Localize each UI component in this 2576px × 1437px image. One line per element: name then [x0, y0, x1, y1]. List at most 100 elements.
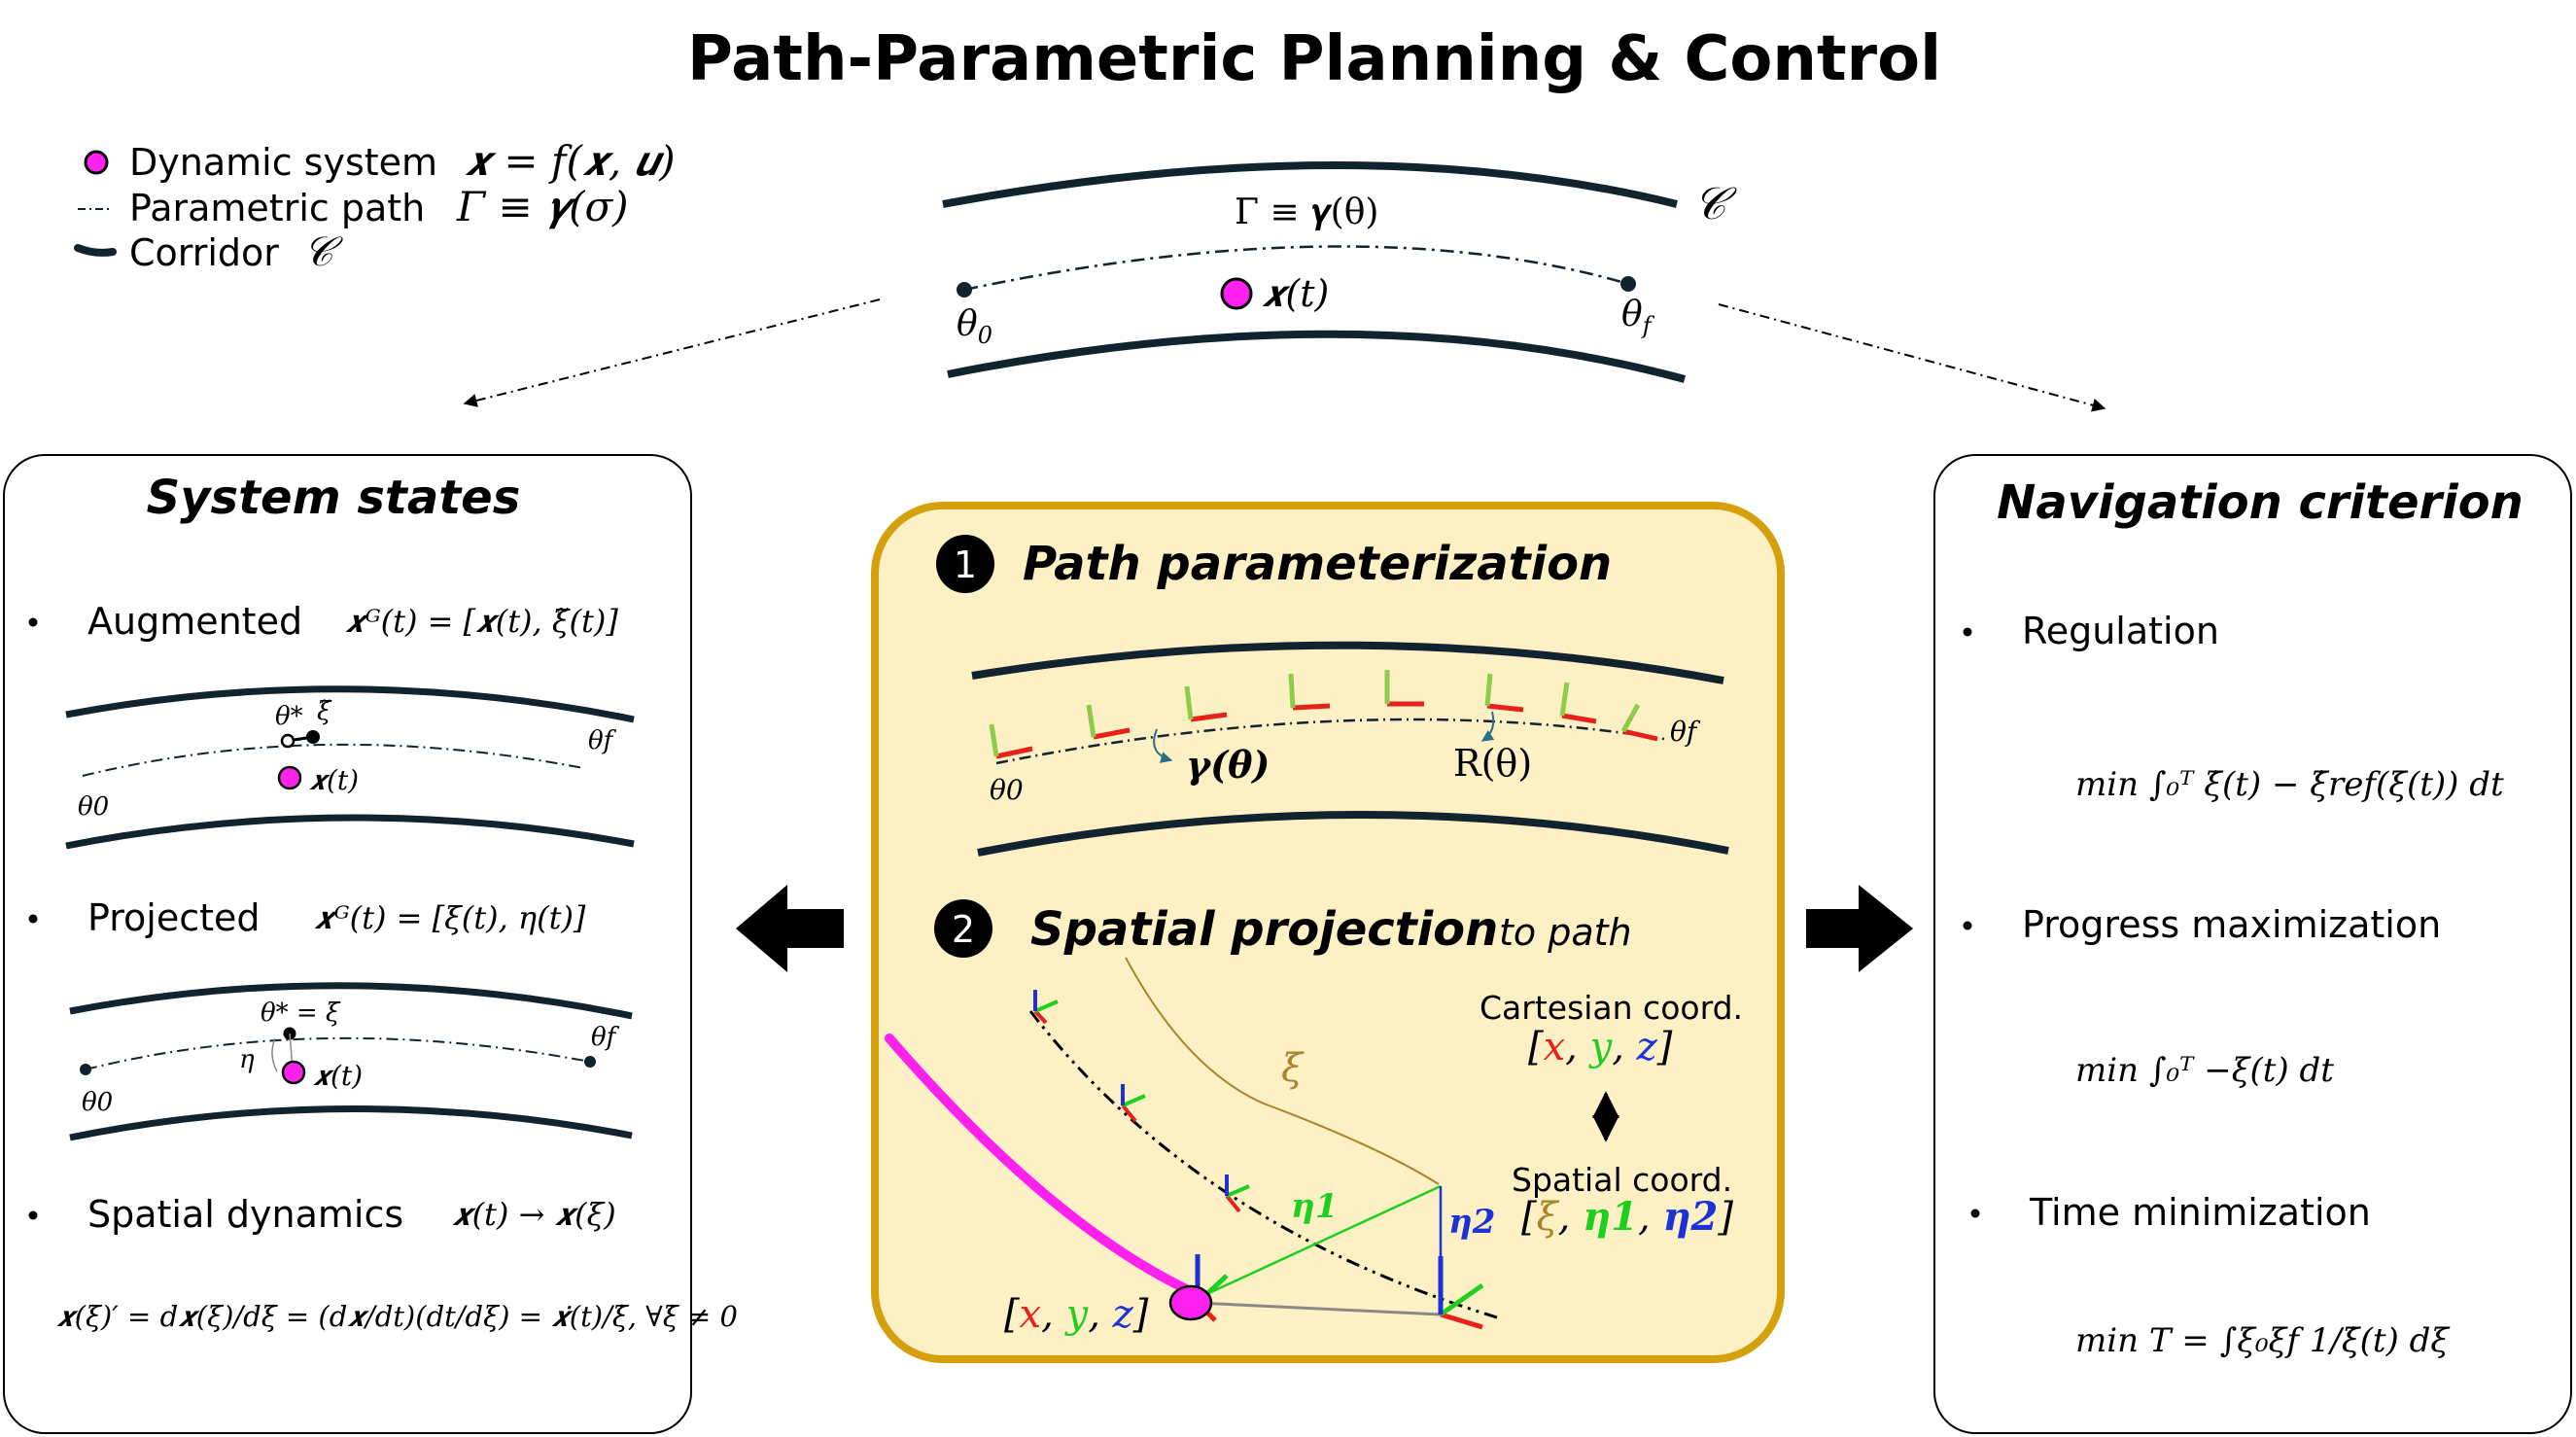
top-corridor-upper [942, 161, 1678, 208]
step2-title: Spatial projection [1030, 902, 1498, 957]
legend: Dynamic system 𝒙 = f(𝒙, 𝒖) Parametric pa… [74, 137, 676, 275]
legend-corridor-label: Corridor [129, 231, 279, 274]
step1-title: Path parameterization [1023, 537, 1612, 591]
projected-corridor-lower [69, 1105, 633, 1141]
step2-xi-label: ξ [1281, 1046, 1305, 1091]
top-path-label: Γ ≡ 𝜸(θ) [1235, 193, 1378, 232]
augmented-theta-star: θ* [275, 702, 303, 731]
projected-eta-bracket [271, 1037, 278, 1072]
navigation-criterion-title: Navigation criterion [1997, 475, 2524, 530]
top-corridor-lower [947, 330, 1687, 383]
augmented-xi-tilde: ξ̃ [317, 697, 332, 726]
step1-theta-0: θ0 [990, 774, 1024, 806]
projected-state-marker [281, 1060, 306, 1085]
augmented-corridor-lower [65, 814, 635, 850]
progress-max-label: Progress maximization [2022, 903, 2441, 946]
legend-dynamic-system-label: Dynamic system [129, 141, 437, 184]
center-panel: 1 Path parameterization 𝜸(θ) R(θ) [871, 502, 1785, 1363]
projected-path-start [80, 1064, 91, 1075]
step2-frames [1033, 990, 1250, 1213]
step1-rot-label: R(θ) [1453, 742, 1532, 785]
center-frame [871, 502, 1785, 1363]
projected-state-label: 𝒙(t) [313, 1060, 363, 1092]
projected-eq: 𝒙ᴳ(t) = [ξ(t), η(t)] [314, 899, 586, 936]
step2-suffix: to path [1499, 911, 1632, 954]
top-parametric-path [963, 245, 1629, 292]
legend-path-math: Γ ≡ 𝜸(σ) [456, 183, 629, 230]
arrow-to-navigation-criterion [1718, 303, 2106, 412]
spatial-dynamics-label: Spatial dynamics [87, 1193, 403, 1236]
legend-dynamic-system-math: 𝒙 = f(𝒙, 𝒖) [465, 137, 676, 185]
regulation-eq: min ∫₀ᵀ ξ̇(t) − ξ̇ref(ξ(t)) dt [2075, 765, 2504, 804]
spatial-coords: [ξ, 𝜼1, 𝜼2] [1521, 1194, 1733, 1240]
navigation-criterion-frame [1933, 454, 2572, 1434]
step2-trajectory [885, 1034, 1210, 1303]
step2-badge [934, 899, 992, 958]
page-title: Path-Parametric Planning & Control [687, 23, 1941, 95]
step1-corridor-upper [971, 641, 1724, 684]
projected-theta-star: θ* = ξ [261, 999, 341, 1028]
legend-corridor-math: 𝒞 [303, 228, 343, 275]
bullet [1970, 1209, 1980, 1218]
top-path-end [1620, 276, 1636, 292]
projected-label: Projected [87, 896, 261, 939]
step1-theta-f: θf [1670, 716, 1701, 748]
step2-xi-curve [1125, 957, 1440, 1185]
augmented-state-label: 𝒙(t) [309, 764, 359, 796]
projected-corridor-upper [69, 982, 633, 1020]
navigation-criterion-panel: Navigation criterion Regulation min ∫₀ᵀ … [1933, 454, 2572, 1434]
arrow-left [736, 885, 844, 972]
bullet [28, 617, 38, 627]
top-corridor-label: 𝒞 [1693, 177, 1737, 229]
spatial-coord-label: Spatial coord. [1512, 1161, 1732, 1199]
step2-main-frame [1438, 1256, 1484, 1330]
spatial-dynamics-eq: 𝒙(t) → 𝒙(ξ) [452, 1196, 616, 1233]
step2-number: 2 [952, 908, 975, 951]
legend-path-label: Parametric path [129, 187, 425, 229]
augmented-label: Augmented [87, 600, 302, 643]
projected-path-end [584, 1056, 596, 1068]
top-diagram: 𝒙(t) Γ ≡ 𝜸(θ) 𝒞 θ0 θf [942, 161, 1737, 383]
step2-eta1-line [1187, 1184, 1442, 1305]
legend-dynamic-system-marker [84, 150, 109, 175]
progress-max-eq: min ∫₀ᵀ −ξ(t) dt [2075, 1051, 2334, 1090]
step1-number: 1 [954, 543, 977, 586]
top-start-label: θ0 [957, 304, 992, 349]
top-path-start [957, 282, 972, 298]
time-min-eq: min T = ∫ξ₀ξf 1/ξ̇(t) dξ [2075, 1321, 2451, 1360]
step2-eta2-label: 𝜼2 [1448, 1203, 1495, 1242]
step2-projection-line [1197, 1301, 1442, 1316]
step1-frames [989, 670, 1658, 759]
augmented-eq: 𝒙ᴳ(t) = [𝒙(t), ξ̃(t)] [345, 603, 618, 640]
bullet [1963, 627, 1972, 637]
system-states-title: System states [147, 471, 521, 525]
step1-gamma-label: 𝜸(θ) [1186, 743, 1270, 787]
step1-badge [936, 535, 994, 593]
top-state-label: 𝒙(t) [1262, 272, 1329, 315]
augmented-xi-point [306, 730, 320, 744]
augmented-corridor-upper [65, 685, 635, 723]
step1-corridor-lower [977, 811, 1729, 857]
bullet [1963, 921, 1972, 930]
step2-body-marker [1168, 1284, 1213, 1321]
time-min-label: Time minimization [2029, 1191, 2371, 1234]
bullet [28, 914, 38, 924]
step2-point-coords: [𝑥, 𝑦, 𝑧] [1004, 1292, 1149, 1337]
step1-path [995, 718, 1665, 765]
bullet [28, 1210, 38, 1220]
arrow-to-system-states [463, 298, 881, 407]
step1-gamma-arrow [1153, 728, 1173, 763]
step2-eta1-label: 𝜼1 [1291, 1187, 1338, 1226]
system-states-panel: System states Augmented 𝒙ᴳ(t) = [𝒙(t), ξ… [3, 454, 738, 1434]
arrow-right [1806, 885, 1913, 972]
augmented-theta-star-point [280, 733, 296, 749]
cartesian-label: Cartesian coord. [1479, 989, 1743, 1027]
augmented-theta-0: θ0 [78, 792, 109, 822]
cartesian-coords: [𝑥, 𝑦, 𝑧] [1528, 1025, 1673, 1069]
step1-rot-arrow [1481, 711, 1495, 742]
regulation-label: Regulation [2022, 610, 2219, 652]
augmented-state-marker [277, 765, 302, 790]
spatial-dynamics-derivation: 𝒙(ξ)′ = d𝒙(ξ)/dξ = (d𝒙/dt)(dt/dξ) = 𝒙̇(t… [56, 1300, 738, 1333]
projected-theta-f: θf [591, 1023, 620, 1052]
